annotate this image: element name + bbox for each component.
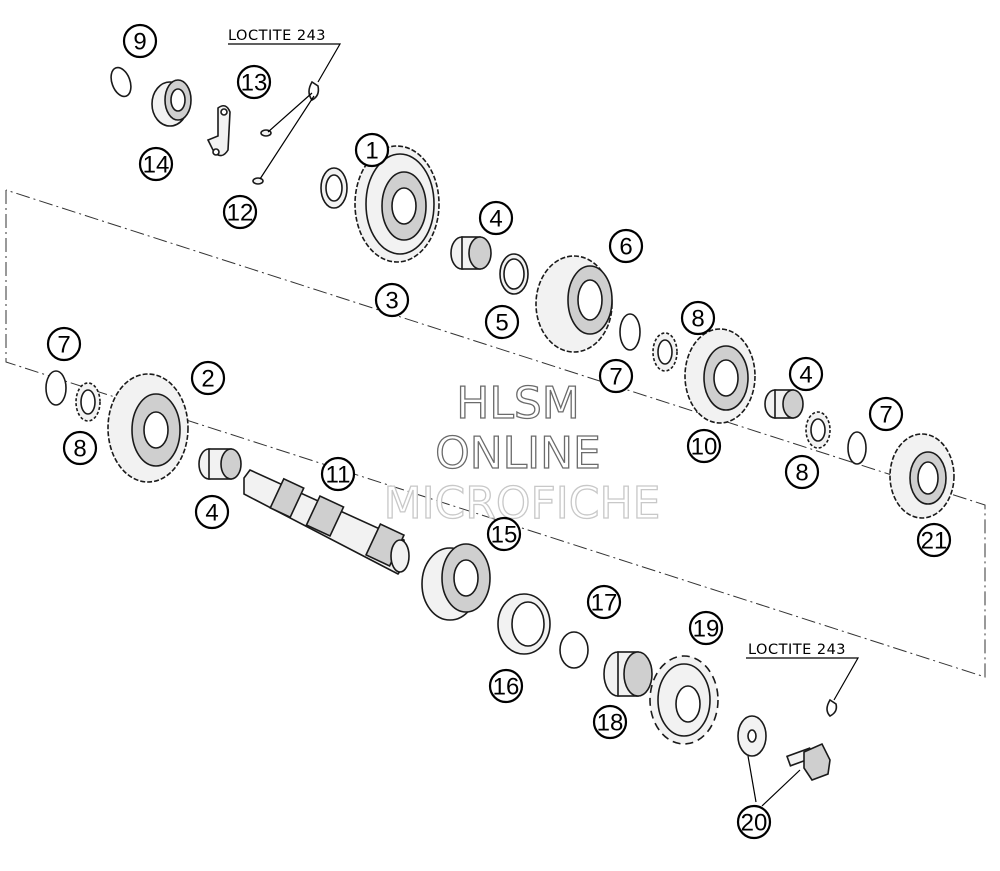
callout-4b: 4 [788,356,824,392]
callout-19: 19 [688,610,724,646]
part-bush-4c [198,448,242,480]
part-o-ring-17 [559,631,589,669]
callout-11: 11 [320,456,356,492]
callout-13: 13 [236,64,272,100]
callout-7c: 7 [868,396,904,432]
callout-16: 16 [488,668,524,704]
callout-5: 5 [484,304,520,340]
part-washer-20 [737,715,767,757]
svg-text:14: 14 [143,152,170,179]
callout-15: 15 [486,516,522,552]
part-gear-2 [107,373,189,483]
part-retaining-plate-13 [206,104,231,157]
callout-20: 20 [736,804,772,840]
svg-text:4: 4 [799,362,812,389]
part-screws-12 [252,129,272,185]
callout-18: 18 [592,704,628,740]
callout-2: 2 [190,360,226,396]
svg-text:8: 8 [73,436,86,463]
callout-12: 12 [222,194,258,230]
part-bush-4b [764,389,804,419]
svg-text:8: 8 [691,306,704,333]
callout-8c: 8 [62,430,98,466]
callout-9: 9 [122,23,158,59]
loctite-label-bottom: LOCTITE 243 [748,642,846,658]
callout-7b: 7 [598,358,634,394]
part-bush-4a [450,236,492,270]
callout-8a: 8 [680,300,716,336]
callout-1: 1 [354,132,390,168]
svg-text:7: 7 [879,402,892,429]
callout-3: 3 [374,282,410,318]
watermark: HLSM ONLINE MICROFICHE [383,377,661,529]
part-gear-10 [684,328,756,424]
callout-4a: 4 [478,200,514,236]
part-circlip-7a [45,370,67,406]
svg-text:6: 6 [619,234,632,261]
part-gear-3 [354,145,440,263]
part-splined-washer-8a [652,332,678,372]
svg-text:16: 16 [493,674,520,701]
callout-14: 14 [138,146,174,182]
callout-17: 17 [586,584,622,620]
part-spacer-18 [603,651,653,697]
part-bearing-14 [151,79,192,127]
svg-text:21: 21 [921,528,948,555]
callout-10: 10 [686,428,722,464]
part-gear-21 [889,433,955,519]
part-circlip-7b [619,313,641,351]
part-bolt-20 [785,742,831,781]
svg-text:5: 5 [495,310,508,337]
svg-text:7: 7 [57,332,70,359]
svg-text:8: 8 [795,460,808,487]
svg-text:7: 7 [609,364,622,391]
svg-text:12: 12 [227,200,254,227]
svg-text:19: 19 [693,616,720,643]
part-washer-5 [499,253,529,295]
svg-text:10: 10 [691,434,718,461]
assembly-boundary [5,189,986,678]
watermark-line1: HLSM [456,378,580,429]
svg-text:3: 3 [385,288,398,315]
svg-text:11: 11 [326,462,351,489]
callout-4c: 4 [194,494,230,530]
callout-21: 21 [916,522,952,558]
part-seal-16 [497,593,551,655]
svg-text:13: 13 [241,70,268,97]
part-washer-1 [320,167,348,209]
svg-text:1: 1 [365,138,378,165]
callout-8b: 8 [784,454,820,490]
part-bearing-15 [421,543,491,621]
part-sprocket-19 [649,655,719,745]
svg-text:LOCTITE 243: LOCTITE 243 [748,642,846,658]
svg-text:15: 15 [491,522,518,549]
svg-text:18: 18 [597,710,624,737]
callout-7a: 7 [46,326,82,362]
loctite-drop-bottom [826,698,838,717]
part-splined-washer-8c [75,382,101,422]
svg-text:2: 2 [201,366,214,393]
svg-text:4: 4 [489,206,502,233]
svg-text:20: 20 [741,810,768,837]
svg-text:4: 4 [205,500,218,527]
svg-text:9: 9 [133,29,146,56]
watermark-line2: ONLINE [435,428,601,479]
part-circlip-7d [847,431,867,465]
part-shaft-11 [243,469,410,576]
svg-text:17: 17 [591,590,618,617]
part-circlip-9 [110,66,132,98]
loctite-label-top: LOCTITE 243 [228,28,326,44]
watermark-line3: MICROFICHE [384,478,661,529]
part-gear-6 [535,255,613,353]
svg-text:LOCTITE 243: LOCTITE 243 [228,28,326,44]
part-splined-washer-8b [805,411,831,449]
callout-6: 6 [608,228,644,264]
